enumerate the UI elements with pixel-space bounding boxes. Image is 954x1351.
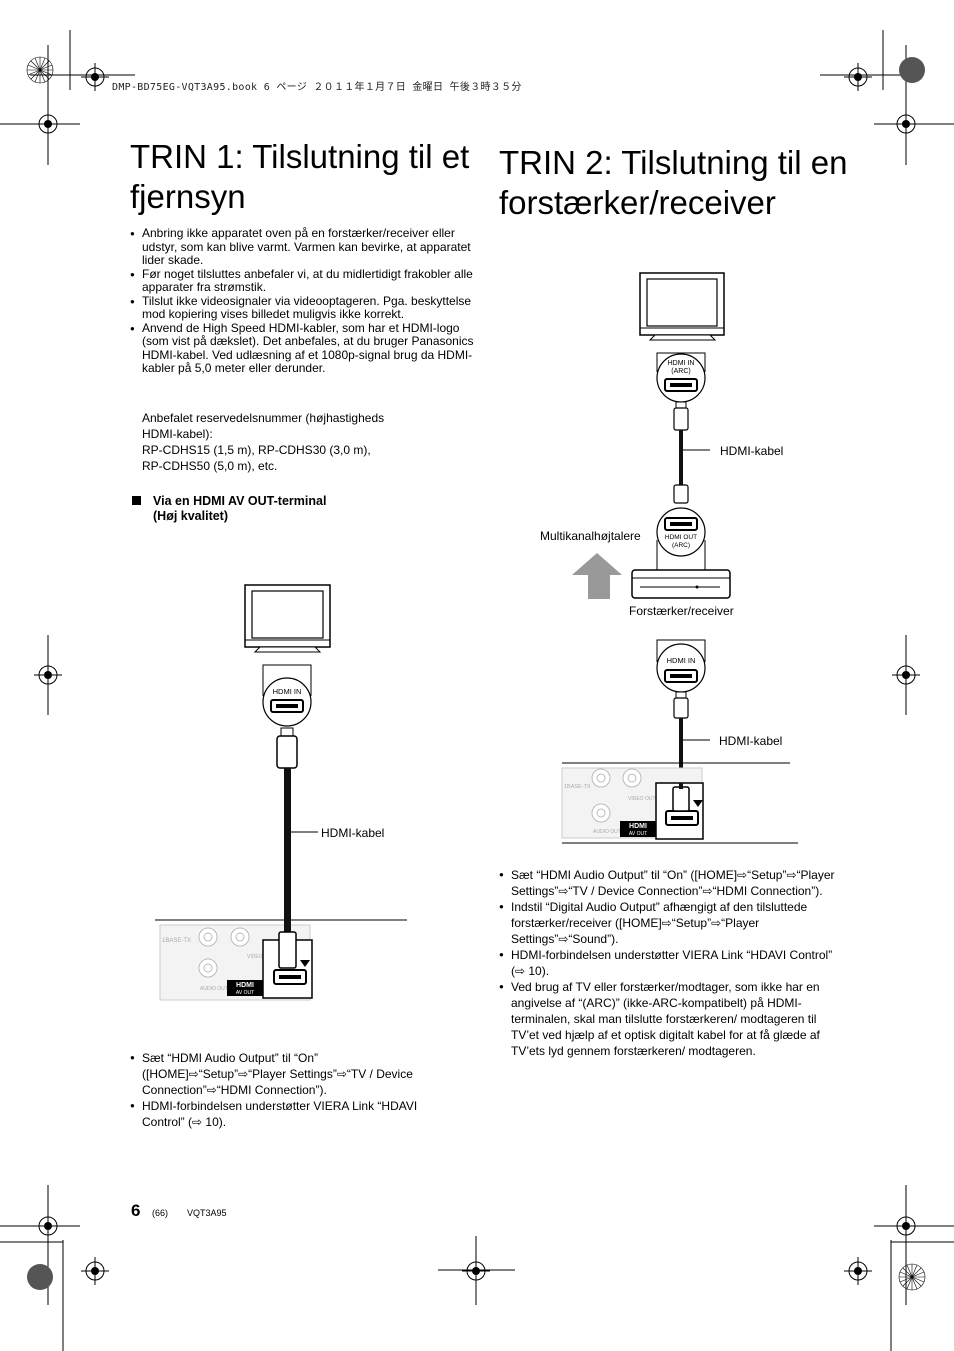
- book-info-header: DMP-BD75EG-VQT3A95.book 6 ページ ２０１１年１月７日 …: [112, 82, 522, 93]
- step1-notes: Anbring ikke apparatet oven på en forstæ…: [130, 226, 475, 376]
- note-item: Anbring ikke apparatet oven på en forstæ…: [130, 226, 475, 268]
- svg-text:AV OUT: AV OUT: [236, 990, 254, 996]
- svg-text:HDMI OUT: HDMI OUT: [665, 534, 697, 541]
- svg-text:1BASE-TX: 1BASE-TX: [162, 938, 191, 944]
- step1-bottom-notes: Sæt “HDMI Audio Output” til “On” ([HOME]…: [130, 1050, 450, 1130]
- svg-text:AV OUT: AV OUT: [629, 831, 647, 837]
- note-item: Sæt “HDMI Audio Output” til “On” ([HOME]…: [499, 867, 844, 899]
- tv-icon: [244, 584, 331, 653]
- svg-text:HDMI IN: HDMI IN: [667, 656, 696, 665]
- svg-text:AUDIO OUT: AUDIO OUT: [200, 986, 228, 992]
- speakers-label: Multikanalhøjtalere: [540, 529, 641, 543]
- square-bullet-icon: [132, 496, 141, 505]
- svg-text:VIDEO OUT: VIDEO OUT: [628, 796, 656, 802]
- receiver-label: Forstærker/receiver: [629, 604, 734, 618]
- note-item: Før noget tilsluttes anbefaler vi, at du…: [130, 267, 475, 295]
- hdmi-cable-bottom-label: HDMI-kabel: [719, 734, 783, 748]
- svg-text:VIDEO OUT: VIDEO OUT: [247, 954, 275, 960]
- svg-text:1BASE-TX: 1BASE-TX: [564, 784, 591, 790]
- svg-text:(ARC): (ARC): [671, 368, 690, 375]
- svg-text:HDMI IN: HDMI IN: [668, 360, 695, 367]
- svg-text:(ARC): (ARC): [672, 542, 690, 549]
- step2-title: TRIN 2: Tilslutning til en forstærker/re…: [499, 144, 848, 221]
- note-item: Sæt “HDMI Audio Output” til “On” ([HOME]…: [130, 1050, 450, 1098]
- model-code: VQT3A95: [187, 1208, 227, 1218]
- page-subnumber: (66): [152, 1208, 169, 1218]
- note-item: Tilslut ikke videosignaler via videoopta…: [130, 294, 475, 322]
- step1-title: TRIN 1: Tilslutning til et fjernsyn: [130, 138, 470, 215]
- note-item: Anvend de High Speed HDMI-kabler, som ha…: [130, 321, 475, 376]
- step2-notes: Sæt “HDMI Audio Output” til “On” ([HOME]…: [499, 867, 844, 1059]
- hdmi-av-out-subheading: Via en HDMI AV OUT-terminal (Høj kvalite…: [132, 494, 326, 524]
- hdmi-cable-label: HDMI-kabel: [321, 826, 385, 840]
- page-number: 6: [131, 1201, 141, 1220]
- note-item: Indstil “Digital Audio Output” afhængigt…: [499, 899, 844, 947]
- tv-icon: [639, 272, 725, 341]
- note-item: HDMI-forbindelsen understøtter VIERA Lin…: [130, 1098, 450, 1130]
- tv-connection-diagram: HDMI IN 1BASE-TX VIDEO OUT AUDIO OUT HDM…: [155, 584, 407, 1001]
- recommended-parts: Anbefalet reservedelsnummer (højhastighe…: [142, 411, 385, 473]
- svg-text:HDMI: HDMI: [629, 823, 647, 830]
- receiver-connection-diagram: HDMI IN (ARC) HDMI OUT (ARC) HDMI IN 1BA…: [561, 272, 798, 844]
- speaker-output-arrow-icon: [572, 553, 622, 599]
- note-item: Ved brug af TV eller forstærker/modtager…: [499, 979, 844, 1059]
- svg-text:HDMI: HDMI: [236, 982, 254, 989]
- svg-text:AUDIO OUT: AUDIO OUT: [593, 829, 621, 835]
- hdmi-cable-top-label: HDMI-kabel: [720, 444, 784, 458]
- note-item: HDMI-forbindelsen understøtter VIERA Lin…: [499, 947, 844, 979]
- svg-text:HDMI IN: HDMI IN: [273, 687, 302, 696]
